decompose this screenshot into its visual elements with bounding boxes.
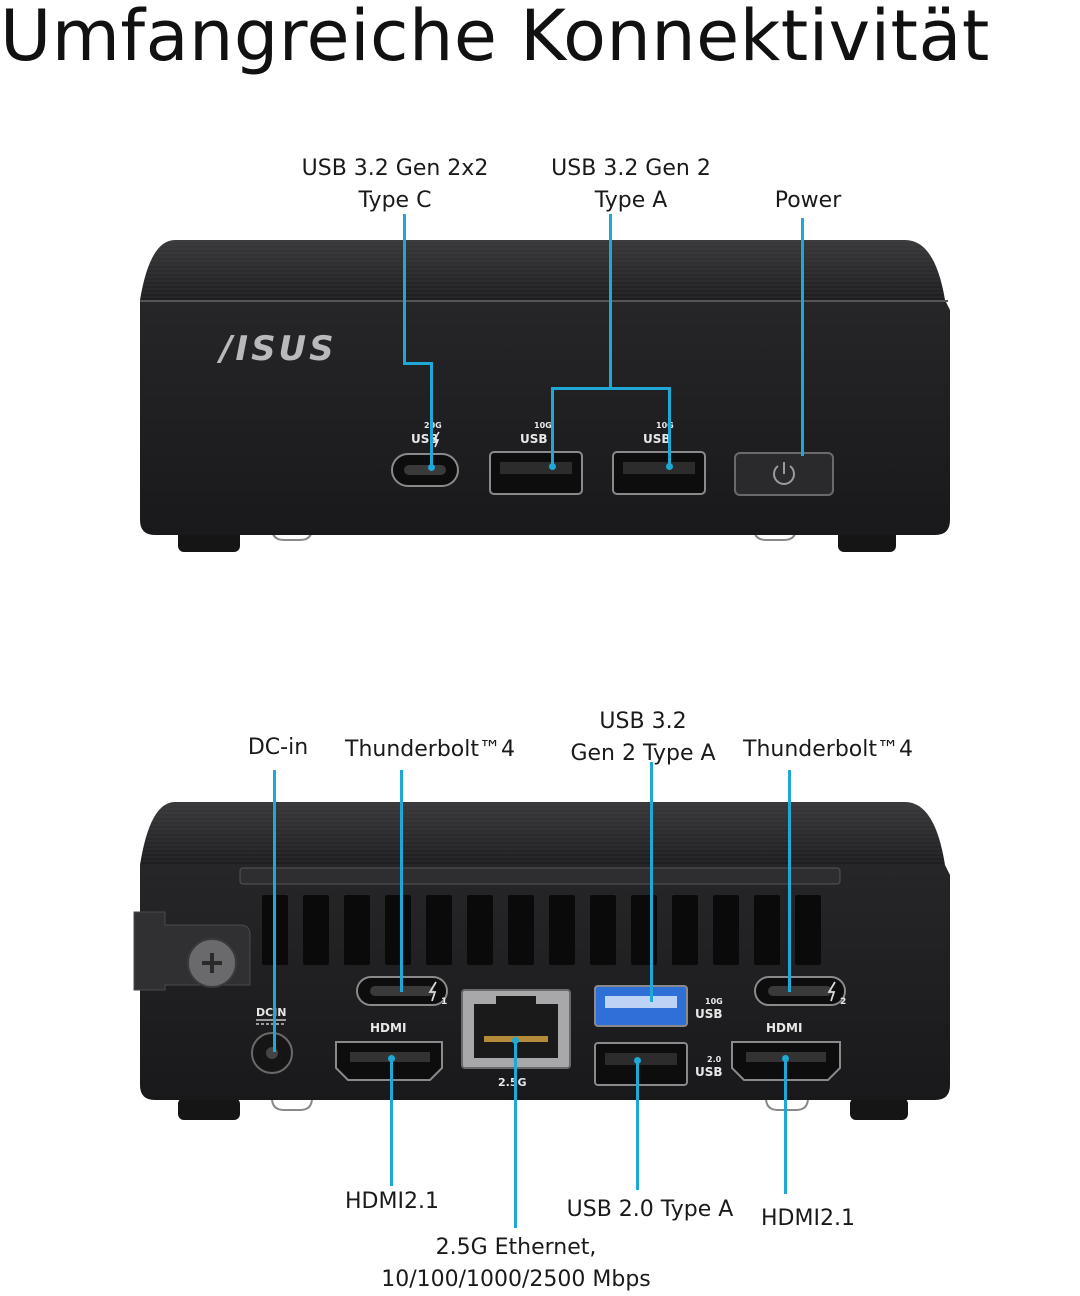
svg-text:HDMI: HDMI xyxy=(766,1021,802,1035)
label-usb-3-2-back: USB 3.2 Gen 2 Type A xyxy=(570,709,716,766)
callout-hdmi-left xyxy=(390,1058,393,1186)
svg-text:2: 2 xyxy=(840,997,846,1007)
callout-thunderbolt-right xyxy=(788,770,791,992)
svg-text:USB: USB xyxy=(695,1007,723,1021)
asus-logo: /ISUS xyxy=(216,329,337,369)
svg-text:2.0: 2.0 xyxy=(707,1055,722,1064)
label-hdmi-left: HDMI2.1 xyxy=(345,1189,439,1214)
svg-text:USB: USB xyxy=(643,432,671,446)
callout-thunderbolt-left xyxy=(400,770,403,992)
svg-text:DCIN: DCIN xyxy=(256,1006,287,1019)
svg-text:10G: 10G xyxy=(656,421,674,430)
label-dc-in: DC-in xyxy=(247,735,309,760)
screw-icon xyxy=(187,938,237,988)
callout-usb-3-2-back xyxy=(650,762,653,1002)
svg-text:USB: USB xyxy=(520,432,548,446)
callout-power xyxy=(801,218,804,456)
thunderbolt-icon xyxy=(428,981,437,1002)
svg-text:2.5G: 2.5G xyxy=(498,1076,527,1089)
svg-text:10G: 10G xyxy=(705,997,723,1006)
label-hdmi-right: HDMI2.1 xyxy=(761,1206,855,1231)
label-usb-a-front: USB 3.2 Gen 2 Type A xyxy=(551,156,711,213)
svg-text:1: 1 xyxy=(441,997,447,1007)
label-ethernet: 2.5G Ethernet, 10/100/1000/2500 Mbps xyxy=(381,1235,651,1292)
callout-usb-a-front xyxy=(609,214,612,390)
label-power: Power xyxy=(774,188,842,213)
label-usb-c-front: USB 3.2 Gen 2x2 Type C xyxy=(301,156,489,213)
thunderbolt-icon xyxy=(827,981,836,1002)
svg-text:USB: USB xyxy=(695,1065,723,1079)
label-usb-2-0: USB 2.0 Type A xyxy=(566,1197,734,1222)
callout-ethernet xyxy=(514,1040,517,1228)
front-unit: /ISUS 20G USB 10G USB 10G USB xyxy=(140,240,950,552)
power-icon xyxy=(773,462,795,485)
lightning-icon xyxy=(432,431,440,448)
label-thunderbolt-left: Thunderbolt™4 xyxy=(345,737,515,762)
svg-text:10G: 10G xyxy=(534,421,552,430)
svg-text:HDMI: HDMI xyxy=(370,1021,406,1035)
svg-text:/ISUS: /ISUS xyxy=(216,329,337,369)
page-title: Umfangreiche Konnektivität xyxy=(0,0,990,77)
callout-dc-in xyxy=(273,770,276,1052)
callout-usb-2-0 xyxy=(636,1060,639,1190)
back-unit: DCIN 1 HDMI 2.5G 10G USB 2.0 USB 2 xyxy=(133,802,950,1120)
callout-hdmi-right xyxy=(784,1058,787,1194)
callout-usb-c-front xyxy=(403,214,406,364)
label-thunderbolt-right: Thunderbolt™4 xyxy=(743,737,913,762)
